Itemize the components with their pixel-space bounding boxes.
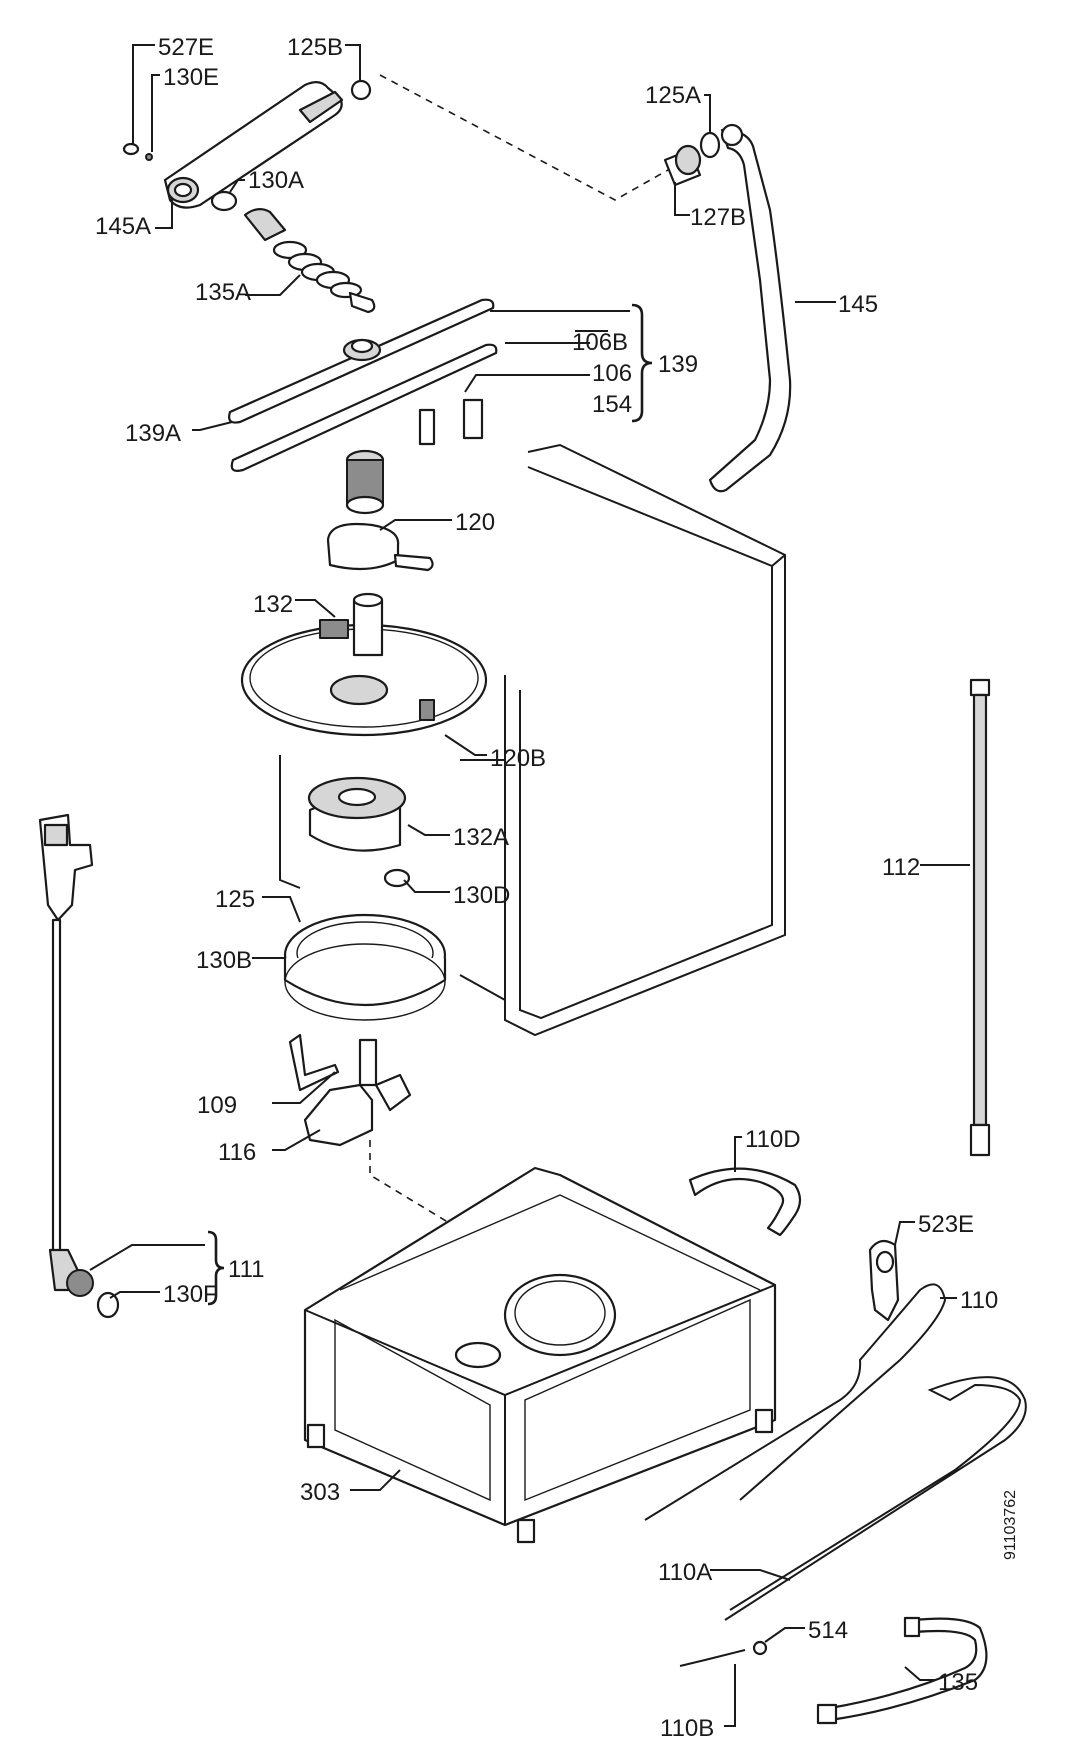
leader-lines: [89, 44, 970, 1727]
label-112: 112: [882, 854, 920, 881]
impeller-120: [326, 449, 434, 572]
label-139: 139: [658, 351, 698, 378]
label-135: 135: [938, 1669, 978, 1696]
tub-outline: [279, 443, 786, 1037]
label-135a: 135A: [195, 279, 251, 306]
drawing-number: 91103762: [1002, 1490, 1019, 1560]
seal-ring-125: [283, 913, 447, 1021]
label-145a: 145A: [95, 213, 151, 240]
label-125a: 125A: [645, 82, 701, 109]
label-132a: 132A: [453, 824, 509, 851]
label-106: 106: [592, 360, 632, 387]
hose-110: [644, 1283, 947, 1521]
label-120: 120: [455, 509, 495, 536]
label-523e: 523E: [918, 1211, 974, 1238]
label-154: 154: [592, 391, 632, 418]
bracket-523e: [868, 1239, 900, 1322]
brace-111: [207, 1230, 225, 1306]
label-527e: 527E: [158, 34, 214, 61]
label-110b: 110B: [660, 1715, 714, 1742]
label-130d: 130D: [453, 882, 510, 909]
base-frame-303: [303, 1166, 777, 1544]
upper-spray-arm-145a: [122, 79, 372, 212]
brace-139: [631, 303, 653, 423]
label-110a: 110A: [658, 1559, 712, 1586]
label-130e: 130E: [163, 64, 219, 91]
filter-tray-120b: [240, 592, 488, 737]
hose-110d: [688, 1167, 802, 1237]
label-125b: 125B: [287, 34, 343, 61]
inlet-hose-111: [38, 813, 120, 1319]
label-145: 145: [838, 291, 878, 318]
label-130a: 130A: [248, 167, 304, 194]
label-130f: 130F: [163, 1281, 218, 1308]
label-111: 111: [228, 1256, 264, 1283]
label-139a: 139A: [125, 420, 181, 447]
label-132: 132: [253, 591, 293, 618]
label-106b: 106B: [572, 329, 628, 356]
label-125: 125: [215, 886, 255, 913]
label-109: 109: [197, 1092, 237, 1119]
label-514: 514: [808, 1617, 848, 1644]
hose-112: [969, 678, 991, 1157]
hose-110b: [679, 1640, 768, 1667]
label-127b: 127B: [690, 204, 746, 231]
hose-135: [816, 1616, 988, 1725]
tube-135a: [243, 208, 376, 314]
label-130b: 130B: [196, 947, 252, 974]
label-120b: 120B: [490, 745, 546, 772]
hose-110a: [724, 1376, 1027, 1621]
valve-109-116: [288, 1033, 561, 1291]
sump-filter-132a: [307, 776, 411, 888]
label-110d: 110D: [745, 1126, 801, 1153]
label-303: 303: [300, 1479, 340, 1506]
pipe-145: [379, 74, 792, 493]
part-labels: 527E 125B 130E 130A 145A 135A 125A 127B …: [95, 34, 998, 1742]
label-116: 116: [218, 1139, 256, 1166]
lower-spray-arm-139: [228, 298, 498, 472]
label-110: 110: [960, 1287, 998, 1314]
